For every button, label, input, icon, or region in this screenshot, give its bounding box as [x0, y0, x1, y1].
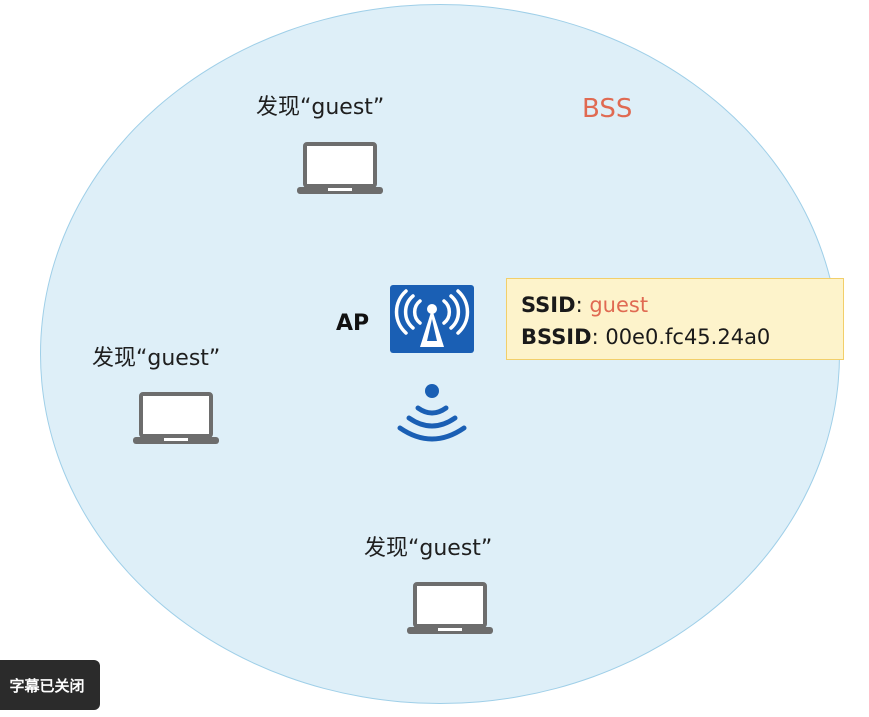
bss-label: BSS [582, 94, 633, 124]
wireless-access-point-icon [390, 285, 474, 353]
ssid-value: guest [589, 293, 649, 317]
captions-off-toast[interactable]: 字幕已关闭 [0, 660, 100, 710]
station-found-label: 发现“guest” [256, 95, 385, 120]
bssid-key: BSSID [521, 325, 592, 349]
bssid-separator: : [591, 325, 606, 349]
station-found-label: 发现“guest” [92, 346, 221, 371]
bssid-row: BSSID: 00e0.fc45.24a0 [521, 321, 829, 353]
laptop-icon [297, 142, 383, 194]
ssid-separator: : [575, 293, 590, 317]
wifi-broadcast-icon [397, 384, 467, 442]
ssid-info-box: SSID: guest BSSID: 00e0.fc45.24a0 [506, 278, 844, 360]
captions-off-text: 字幕已关闭 [9, 676, 85, 695]
laptop-icon [133, 392, 219, 444]
ssid-key: SSID [521, 293, 576, 317]
ap-label: AP [336, 311, 370, 336]
bssid-value: 00e0.fc45.24a0 [605, 325, 771, 349]
laptop-icon [407, 582, 493, 634]
station-found-label: 发现“guest” [364, 536, 493, 561]
ssid-row: SSID: guest [521, 289, 829, 321]
